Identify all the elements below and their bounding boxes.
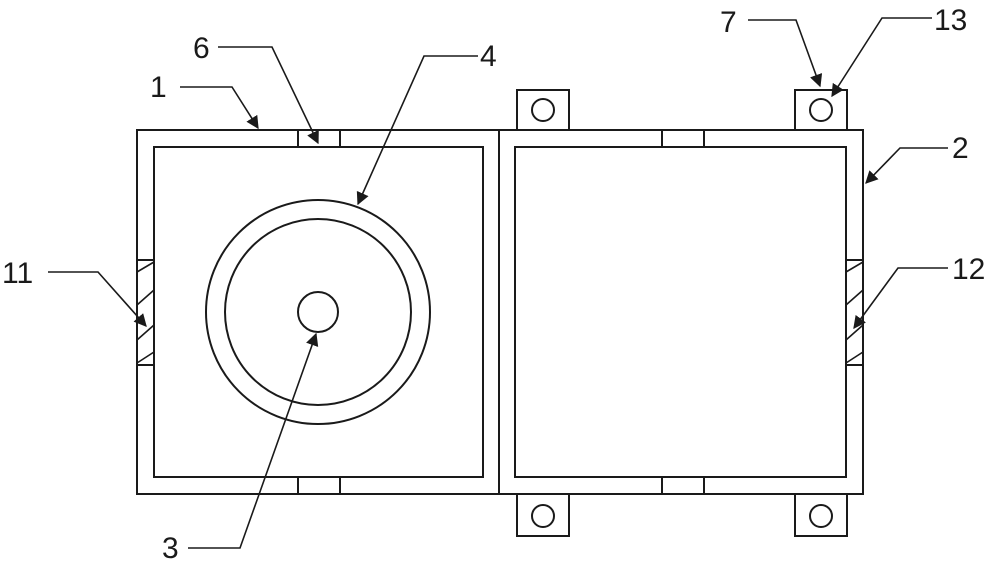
- leader-3: [188, 332, 319, 549]
- left-hatched-latch: [136, 259, 155, 366]
- label-4: 4: [480, 40, 497, 73]
- right-hatched-latch: [845, 259, 864, 366]
- left-housing-inner: [153, 146, 484, 478]
- left-housing: [136, 129, 500, 495]
- left-housing-outer: [136, 129, 500, 495]
- label-6: 6: [193, 32, 210, 65]
- mounting-tab-bottom-right: [794, 493, 848, 537]
- outer-ring: [205, 199, 431, 425]
- right-top-slot: [661, 129, 705, 148]
- mounting-tab-bottom-left: [516, 493, 570, 537]
- label-13: 13: [934, 4, 967, 37]
- leader-7: [748, 19, 823, 88]
- right-housing-outer: [498, 129, 864, 495]
- left-top-slot: [297, 129, 341, 148]
- right-housing: [498, 129, 864, 495]
- label-3: 3: [162, 532, 179, 565]
- left-bottom-slot: [297, 476, 341, 495]
- right-bottom-slot: [661, 476, 705, 495]
- leader-lines: [48, 17, 948, 549]
- label-7: 7: [720, 6, 737, 39]
- inner-ring: [224, 218, 412, 406]
- leader-11: [48, 271, 147, 327]
- label-12: 12: [952, 253, 985, 286]
- label-1: 1: [150, 71, 167, 104]
- right-housing-inner: [514, 146, 847, 478]
- leader-1: [180, 86, 259, 130]
- leader-12: [853, 267, 948, 330]
- leader-2: [865, 147, 948, 184]
- center-hub: [297, 291, 339, 333]
- label-2: 2: [952, 132, 969, 165]
- leader-6: [218, 46, 319, 145]
- label-11: 11: [2, 257, 33, 290]
- mounting-tab-top-left: [516, 89, 570, 131]
- leader-13: [831, 17, 932, 98]
- mounting-tab-top-right: [794, 89, 848, 131]
- leader-4: [356, 55, 478, 206]
